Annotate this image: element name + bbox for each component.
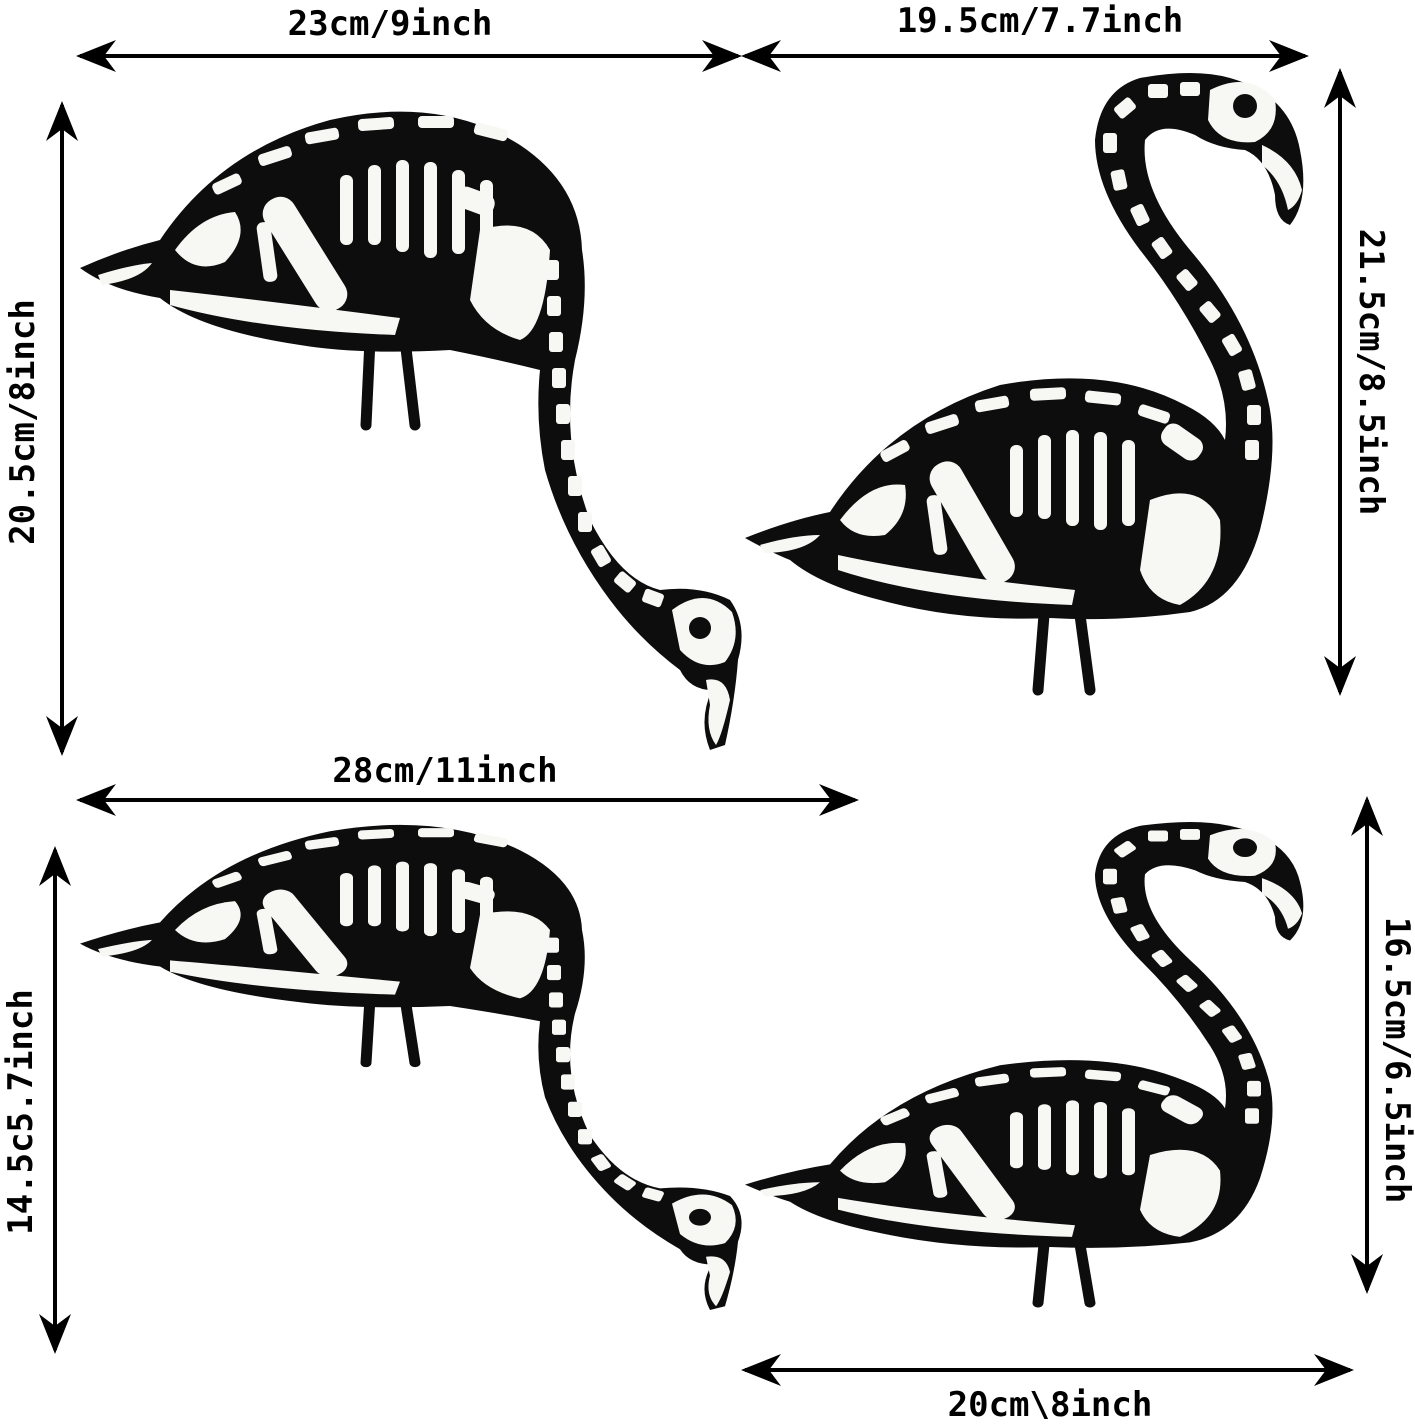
flamingo-top-right [745,73,1303,690]
top-left-height-label: 20.5cm/8inch [3,299,43,545]
bottom-right-height-label: 16.5cm/6.5inch [1377,917,1415,1204]
top-right-height-label: 21.5cm/8.5inch [1351,229,1391,516]
bottom-left-height-label: 14.5c5.7inch [1,989,41,1235]
bottom-left-width-label: 28cm/11inch [332,751,557,791]
flamingo-top-left [80,112,742,750]
top-right-width-label: 19.5cm/7.7inch [897,1,1184,41]
bottom-right-width-label: 20cm\8inch [948,1385,1153,1425]
top-left-width-label: 23cm/9inch [288,4,493,44]
flamingo-bottom-left [80,825,742,1310]
flamingo-bottom-right [745,822,1303,1303]
